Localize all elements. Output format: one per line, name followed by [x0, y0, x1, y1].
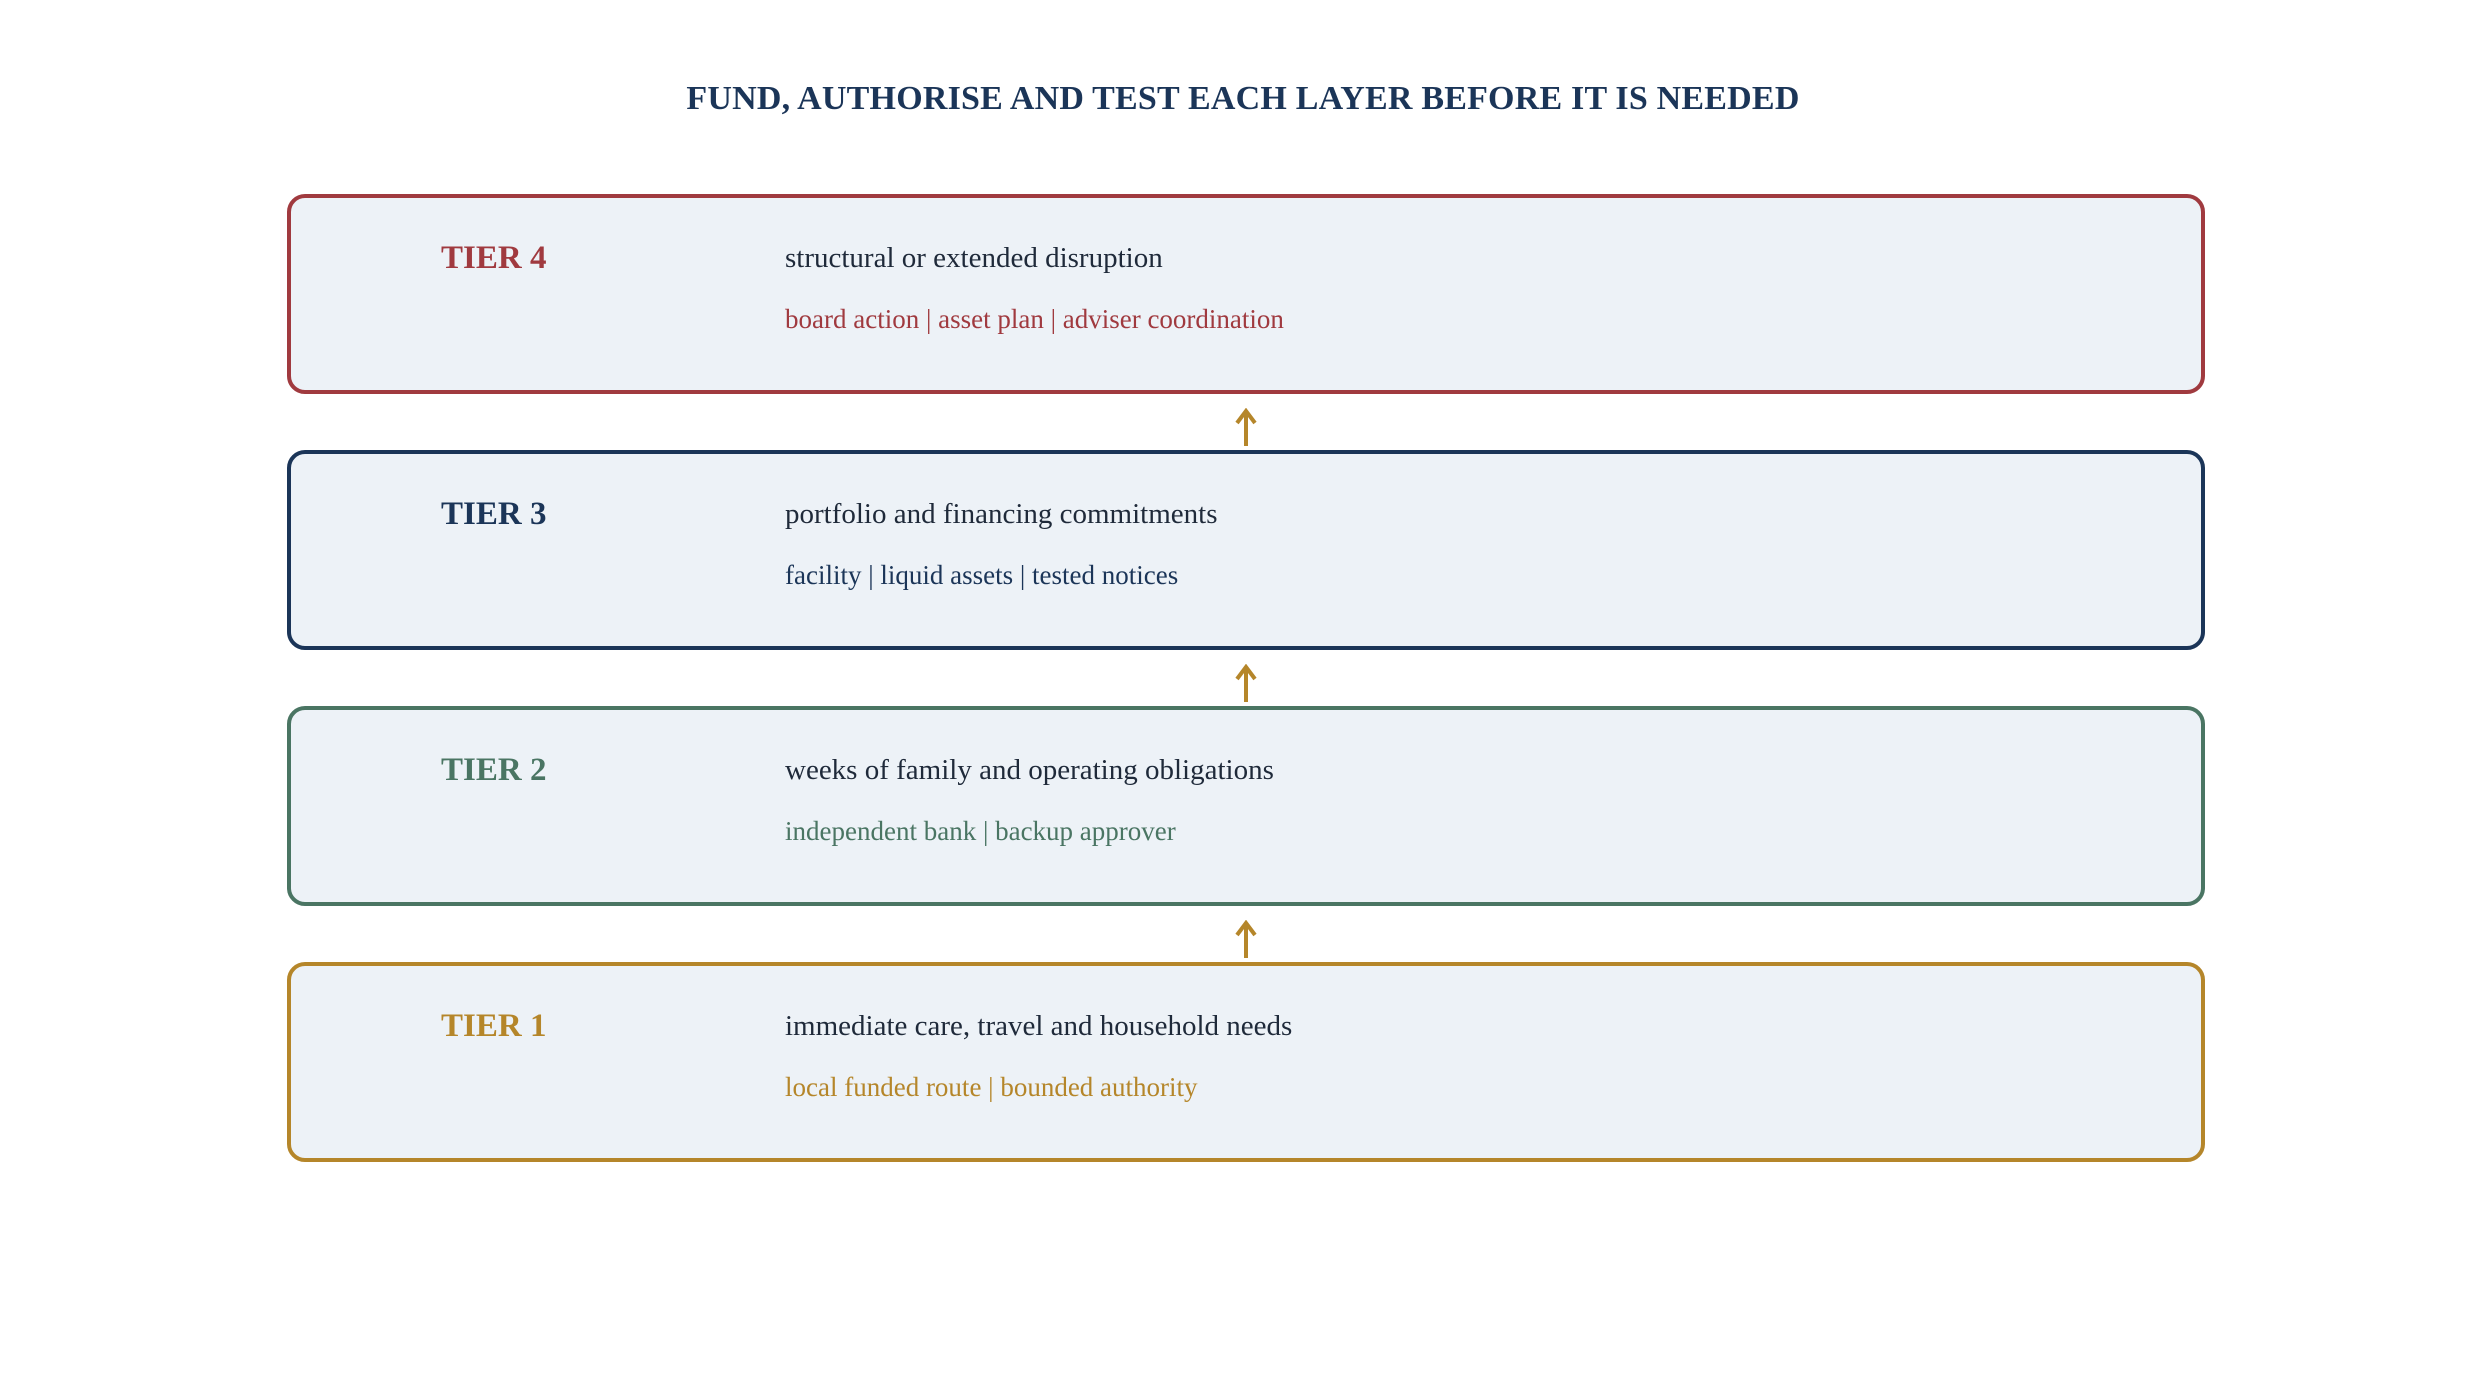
tier-description: immediate care, travel and household nee… — [785, 1010, 1293, 1042]
tier-description: weeks of family and operating obligation… — [785, 754, 1274, 786]
tier-box-3: TIER 3 portfolio and financing commitmen… — [287, 450, 2205, 650]
tier-tags: local funded route | bounded authority — [785, 1072, 1198, 1102]
tier-box-1: TIER 1 immediate care, travel and househ… — [287, 962, 2205, 1162]
tier-description: structural or extended disruption — [785, 242, 1163, 274]
tier-box-2: TIER 2 weeks of family and operating obl… — [287, 706, 2205, 906]
tier-tags: independent bank | backup approver — [785, 816, 1176, 846]
tier-label: TIER 1 — [441, 1008, 547, 1044]
tier-label: TIER 3 — [441, 496, 547, 532]
tier-tags: facility | liquid assets | tested notice… — [785, 560, 1179, 590]
tier-label: TIER 4 — [441, 240, 547, 276]
tier-tags: board action | asset plan | adviser coor… — [785, 304, 1284, 334]
tier-description: portfolio and financing commitments — [785, 498, 1218, 530]
arrow-up-icon — [1235, 408, 1257, 446]
arrow-up-icon — [1235, 664, 1257, 702]
tier-box-4: TIER 4 structural or extended disruption… — [287, 194, 2205, 394]
arrow-up-icon — [1235, 920, 1257, 958]
page-title: FUND, AUTHORISE AND TEST EACH LAYER BEFO… — [686, 80, 1800, 117]
tier-label: TIER 2 — [441, 752, 547, 788]
